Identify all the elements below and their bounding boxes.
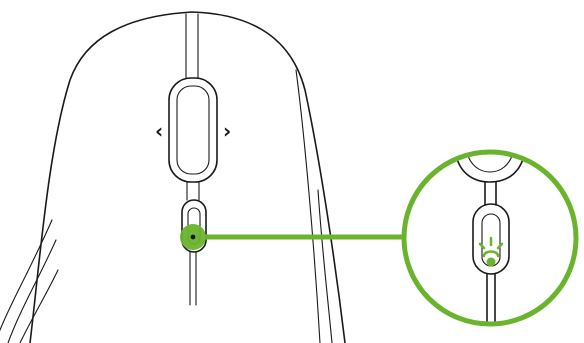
- scroll-wheel-inner: [176, 85, 210, 175]
- tilt-left-arrow-icon: ‹: [155, 119, 163, 143]
- stage-button-led: [190, 234, 196, 240]
- mouse-left-side-edge-inner: [7, 239, 57, 343]
- rear-line: [189, 251, 197, 306]
- mouse-outer-shell: [29, 11, 346, 343]
- scroll-wheel: [168, 77, 218, 183]
- mouse-right-side-inner: [295, 69, 321, 343]
- center-channel: [186, 181, 200, 201]
- zoom-led-icon: [478, 236, 504, 267]
- mouse-left-side-edge-lower: [19, 269, 59, 343]
- zoom-callout: [401, 149, 579, 327]
- tilt-right-arrow-icon: ›: [223, 119, 231, 143]
- mouse-left-side-edge: [0, 219, 53, 331]
- mouse-right-side-back: [317, 189, 333, 343]
- zoom-wheel-bottom-arc-inner: [465, 152, 515, 173]
- zoom-stage-button-housing: [472, 203, 510, 275]
- stage-button: [180, 199, 207, 253]
- mouse-body: [0, 11, 346, 343]
- button-seam: [185, 13, 199, 79]
- zoom-circle-border: [401, 149, 579, 327]
- zoom-wheel-bottom-arc: [454, 152, 526, 183]
- stage-button-housing: [181, 199, 207, 253]
- zoom-content: [454, 152, 526, 324]
- scroll-wheel-housing: [168, 77, 218, 183]
